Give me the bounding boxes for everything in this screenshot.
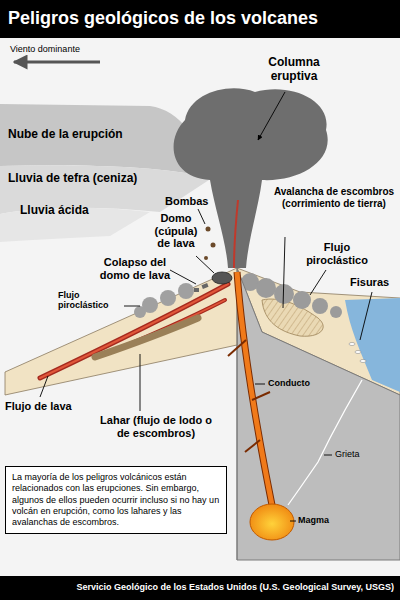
dome-collapse-blocks xyxy=(194,283,209,292)
fissure-marks xyxy=(349,343,366,363)
tephra-label: Lluvia de tefra (ceniza) xyxy=(8,172,198,186)
avalanche-label: Avalancha de escombros (corrimiento de t… xyxy=(270,186,398,209)
pyroclastic-flow-left xyxy=(134,283,194,318)
column-label: Columna eruptiva xyxy=(252,56,336,84)
leader-lines xyxy=(40,92,372,521)
dikes xyxy=(228,340,270,452)
lava-flows xyxy=(40,284,228,378)
dome-label: Domo (cúpula) de lava xyxy=(150,212,202,250)
caption-bar xyxy=(0,576,400,600)
pyroclastic-label: Flujo piroclástico xyxy=(58,290,124,311)
conduit xyxy=(237,272,272,505)
title-bar xyxy=(0,0,400,38)
lahar-flow xyxy=(95,318,198,357)
note-text: La mayoría de los peligros volcánicos es… xyxy=(12,472,220,528)
conduit-label: Conducto xyxy=(268,378,328,388)
crack-label: Grieta xyxy=(335,449,385,459)
caption: Servicio Geológico de los Estados Unidos… xyxy=(77,582,394,592)
volcanic-bombs xyxy=(204,227,216,261)
vent-jet xyxy=(234,200,238,268)
lahar-label: Lahar (flujo de lodo o de escombros) xyxy=(100,414,212,439)
eruption-column xyxy=(174,88,328,268)
lava-flow-label: Flujo de lava xyxy=(5,400,100,413)
fissures-label: Fisuras xyxy=(350,276,398,289)
lava-dome xyxy=(212,272,232,284)
cloud-label: Nube de la erupción xyxy=(8,128,183,142)
left-ground-surface xyxy=(5,268,237,395)
note-box: La mayoría de los peligros volcánicos es… xyxy=(5,466,227,534)
wind-arrow xyxy=(14,61,100,64)
crack-line xyxy=(288,380,362,505)
pyroclastic-flow-right xyxy=(241,273,342,318)
cross-section-face xyxy=(237,268,400,560)
magma-label: Magma xyxy=(298,515,348,525)
collapse-label: Colapso del domo de lava xyxy=(95,256,175,281)
title: Peligros geológicos de los volcanes xyxy=(8,8,318,29)
pyroclastic-label: Flujo piroclástico xyxy=(300,241,374,266)
magma-chamber xyxy=(250,504,294,540)
bombs-label: Bombas xyxy=(165,195,215,208)
wind-label: Viento dominante xyxy=(10,44,120,54)
acid-rain-label: Lluvia ácida xyxy=(20,204,130,218)
